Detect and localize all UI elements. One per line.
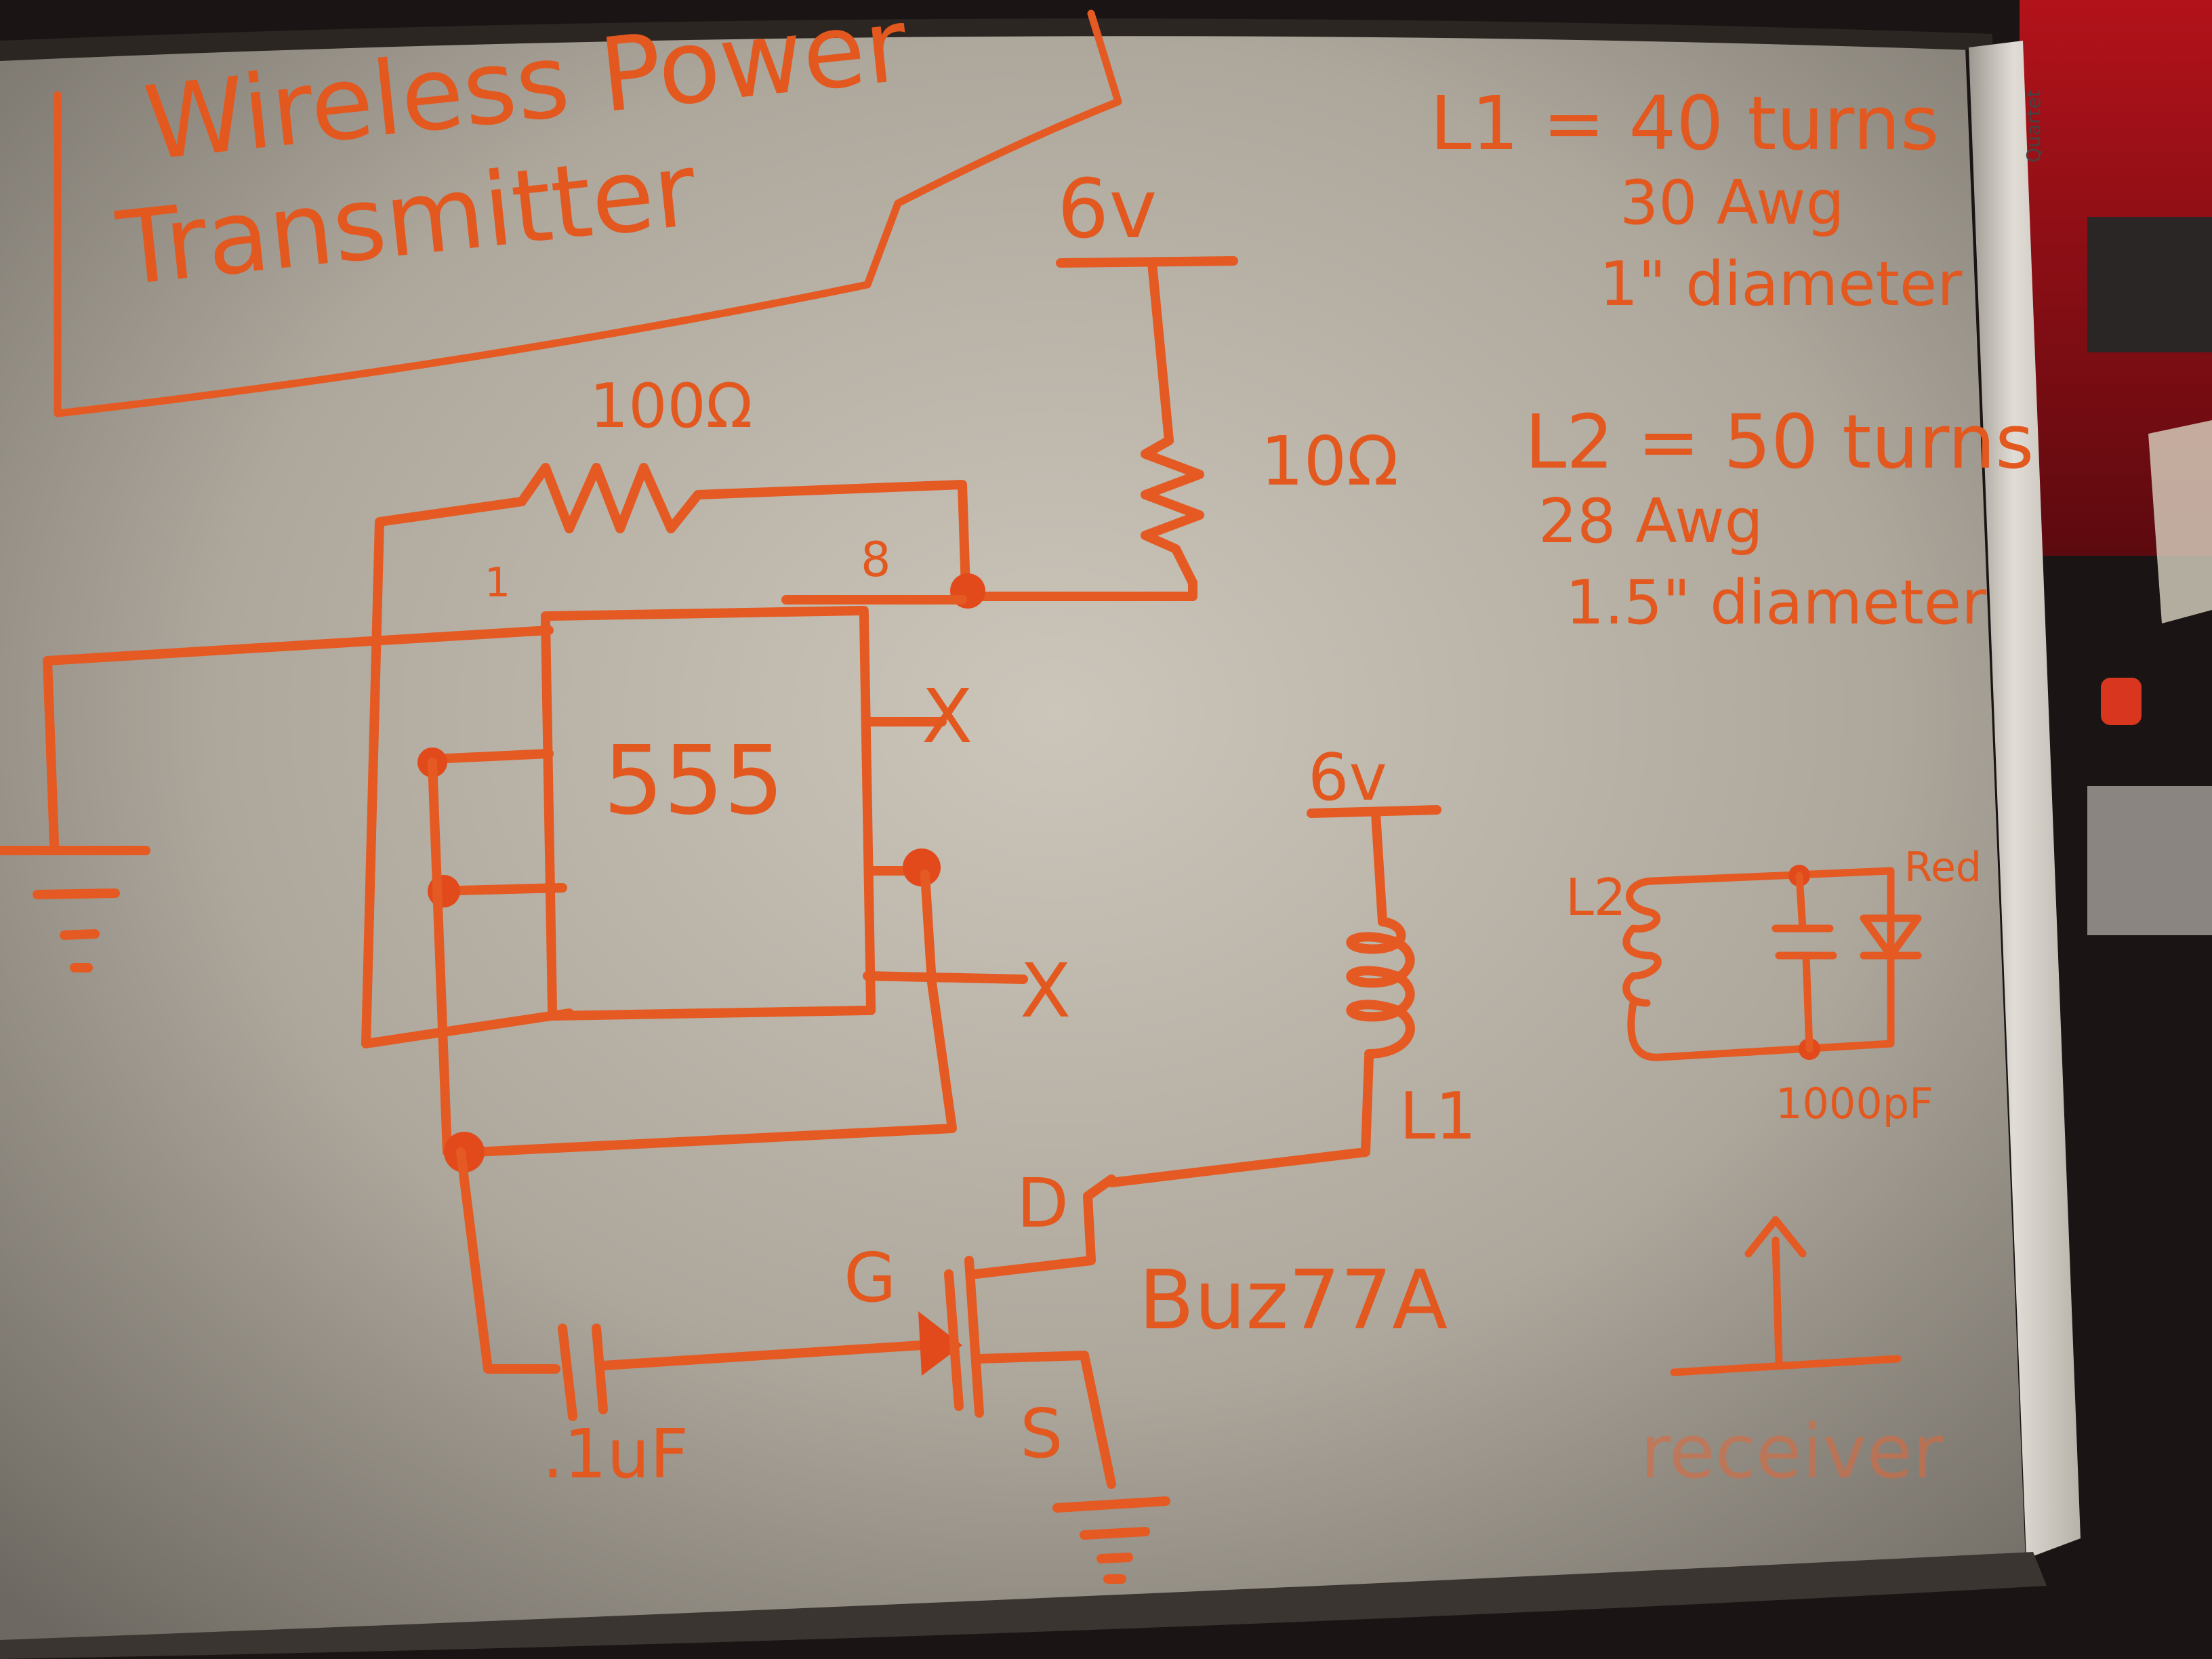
wire-pin2 bbox=[429, 749, 554, 764]
l1-spec-awg: 30 Awg bbox=[1620, 167, 1845, 239]
receiver-arrow-head bbox=[1744, 1216, 1807, 1258]
wire-100ohm-loop bbox=[361, 497, 527, 1048]
wire-ic-bottom bbox=[361, 1008, 574, 1048]
capacitor-label: .1uF bbox=[542, 1414, 689, 1494]
mosfet-drain-label: D bbox=[1017, 1164, 1069, 1243]
rx-led bbox=[1860, 914, 1922, 960]
resistor-10-ohm bbox=[1141, 436, 1204, 588]
junction-output bbox=[903, 848, 941, 886]
rx-led-label: Red bbox=[1904, 844, 1982, 891]
plastic-cup bbox=[2148, 420, 2212, 623]
resistor-10-label: 10Ω bbox=[1261, 422, 1399, 501]
rx-cap-wire-bottom bbox=[1802, 951, 1814, 1053]
mosfet-channel bbox=[964, 1256, 984, 1418]
receiver-loop bbox=[1627, 867, 1895, 1061]
ic-555-label: 555 bbox=[603, 726, 784, 836]
mosfet-gate-bar bbox=[944, 1269, 964, 1411]
frame-brand-mark: Quartet bbox=[2022, 89, 2045, 163]
ground-symbol-source bbox=[1052, 1496, 1170, 1584]
l1-spec-title: L1 = 40 turns bbox=[1430, 80, 1939, 167]
marker-cap bbox=[2101, 678, 2142, 725]
rx-cap-wire-top bbox=[1795, 872, 1807, 933]
whiteboard-top-edge bbox=[0, 18, 1992, 61]
whiteboard-surface bbox=[0, 27, 2026, 1659]
nc-mark-upper: X bbox=[922, 673, 972, 760]
wire-ground-left bbox=[43, 626, 554, 848]
wire-pin5-nc bbox=[863, 971, 1028, 984]
nc-mark-lower: X bbox=[1020, 947, 1071, 1034]
whiteboard-bottom-edge bbox=[0, 1552, 2047, 1659]
wire-coil-to-drain bbox=[1107, 1052, 1374, 1187]
wire-cap-to-gate bbox=[598, 1340, 926, 1370]
wire-coil-top bbox=[1371, 808, 1387, 926]
supply-bar bbox=[1056, 256, 1238, 268]
ic-pin-8: 8 bbox=[861, 532, 891, 588]
l2-spec-diameter: 1.5" diameter bbox=[1565, 567, 1986, 638]
capacitor-plate-right bbox=[592, 1324, 608, 1414]
mosfet-gate-label: G bbox=[844, 1238, 897, 1317]
l1-spec-diameter: 1" diameter bbox=[1599, 249, 1962, 320]
mosfet-part-label: Buz77A bbox=[1139, 1254, 1448, 1348]
title-box bbox=[54, 9, 1122, 417]
coil-l2 bbox=[1622, 877, 1662, 1007]
rx-cap-label: 1000pF bbox=[1776, 1079, 1933, 1128]
ic-pin-1: 1 bbox=[485, 559, 510, 607]
wire-threshold-trigger bbox=[428, 758, 452, 1157]
wire-10ohm-to-pin8 bbox=[964, 578, 1197, 602]
whiteboard-frame-right bbox=[1969, 41, 2081, 1559]
l2-spec-awg: 28 Awg bbox=[1538, 486, 1763, 557]
mosfet-drain-lead bbox=[971, 1174, 1116, 1279]
desk-shelf bbox=[2087, 786, 2212, 935]
ground-symbol-left bbox=[0, 846, 150, 972]
coil-l1-label: L1 bbox=[1399, 1080, 1476, 1154]
ic-555-body bbox=[540, 605, 876, 1021]
mosfet-source-label: S bbox=[1020, 1394, 1063, 1473]
dark-equipment bbox=[2087, 217, 2212, 352]
mosfet-source-lead bbox=[975, 1351, 1116, 1489]
capacitor-plate-left bbox=[558, 1324, 577, 1421]
supply-voltage-label: 6v bbox=[1057, 163, 1157, 257]
l2-spec-title: L2 = 50 turns bbox=[1525, 398, 2034, 485]
wire-to-capacitor bbox=[456, 1147, 560, 1374]
resistor-100-ohm bbox=[517, 463, 970, 594]
supply-wire bbox=[1147, 258, 1174, 445]
coil-l1 bbox=[1346, 917, 1415, 1059]
resistor-100-label: 100Ω bbox=[590, 371, 753, 442]
gate-arrow bbox=[918, 1311, 962, 1376]
receiver-arrow-shaft bbox=[1771, 1236, 1783, 1366]
receiver-arrow-base bbox=[1670, 1355, 1902, 1376]
receiver-caption: receiver bbox=[1640, 1408, 1944, 1495]
wire-output-down bbox=[470, 869, 957, 1157]
coil-l2-label: L2 bbox=[1565, 867, 1626, 927]
coil-supply-voltage: 6v bbox=[1308, 741, 1387, 815]
